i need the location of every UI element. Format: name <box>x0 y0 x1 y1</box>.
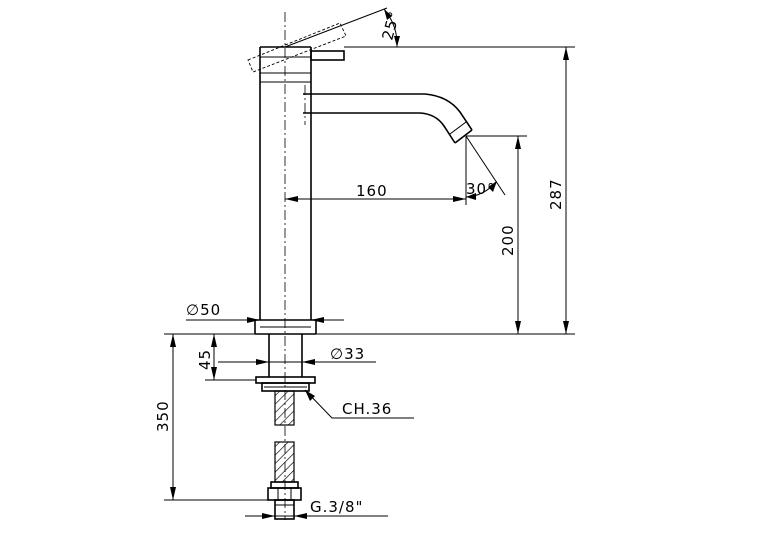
dim-hose-length: 350 <box>154 333 268 501</box>
dim-shank-length: 45 <box>196 334 256 381</box>
leader-nut-size: CH.36 <box>304 389 414 419</box>
faucet-body <box>254 46 317 335</box>
flex-hose <box>267 390 302 520</box>
dim-spout-height: 200 <box>466 135 527 334</box>
lever-handle <box>247 22 347 73</box>
dim-total-height-label: 287 <box>547 178 565 210</box>
angle-spout: 30° <box>465 135 506 200</box>
angle-spout-label: 30° <box>466 180 496 198</box>
dim-body-diameter-label: ∅50 <box>186 301 221 319</box>
center-lines <box>284 12 306 520</box>
dim-spout-reach: 160 <box>285 136 467 205</box>
spout <box>303 93 473 144</box>
nut-size-label: CH.36 <box>342 400 392 418</box>
dim-total-height: 287 <box>311 46 575 335</box>
angle-lever-label: 25° <box>378 9 403 42</box>
dim-hose-length-label: 350 <box>154 400 172 432</box>
connection-label: G.3/8" <box>310 498 363 516</box>
angle-lever: 25° <box>284 7 404 48</box>
dim-shank-length-label: 45 <box>196 349 214 370</box>
dim-connection: G.3/8" <box>245 498 388 519</box>
dim-shank-diameter-label: ∅33 <box>330 345 365 363</box>
dim-spout-reach-label: 160 <box>356 182 388 200</box>
dim-body-diameter: ∅50 <box>186 301 344 323</box>
dim-shank-diameter: ∅33 <box>218 345 376 365</box>
dim-spout-height-label: 200 <box>499 224 517 256</box>
